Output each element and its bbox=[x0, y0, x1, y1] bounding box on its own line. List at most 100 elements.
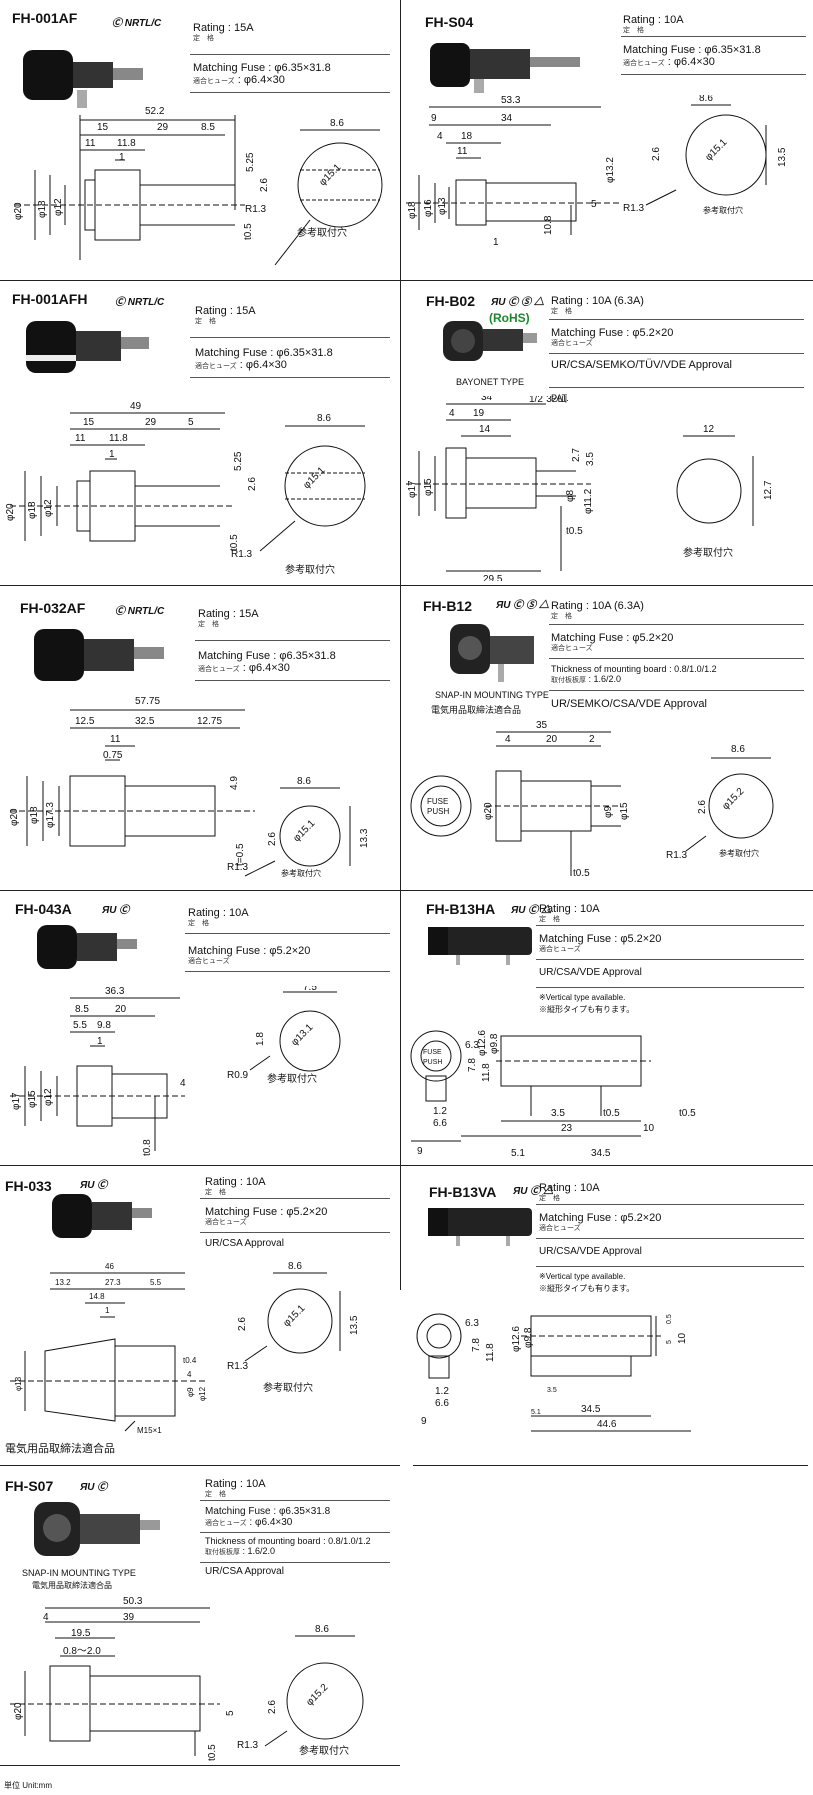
dim-label: 34.5 bbox=[591, 1148, 611, 1159]
spec-divider bbox=[549, 690, 804, 691]
dim-label: 11 bbox=[457, 146, 468, 157]
dim-label: φ8 bbox=[565, 490, 576, 502]
dim-label: 2 bbox=[589, 734, 595, 745]
dim-label: φ12.6 bbox=[511, 1326, 522, 1352]
dim-label: t0.8 bbox=[142, 1139, 153, 1156]
model-name: FH-B13VA bbox=[429, 1184, 497, 1200]
product-cell-fh032af: FH-032AF Ⓒ NRTL/C Rating : 15A 定 格 Match… bbox=[0, 586, 400, 890]
denki-label: 電気用品取締法適合品 bbox=[32, 1581, 112, 1590]
spec-divider bbox=[536, 1204, 804, 1205]
dim-label: φ15.2 bbox=[720, 786, 746, 812]
dim-label: 8.6 bbox=[731, 744, 745, 755]
dim-label: φ15.1 bbox=[301, 465, 327, 491]
product-cell-fh043a: FH-043A ЯU Ⓒ Rating : 10A 定 格 Matching F… bbox=[0, 891, 400, 1165]
rating-spec: Rating : 15A 定 格 bbox=[195, 305, 256, 325]
dim-label: 6.6 bbox=[433, 1118, 447, 1129]
dim-label: M15×1 bbox=[137, 1426, 162, 1435]
spec-divider bbox=[536, 1266, 804, 1267]
hole-note: 参考取付穴 bbox=[719, 848, 759, 858]
cert-badge: ЯU Ⓒ △ bbox=[511, 901, 551, 916]
spec-divider bbox=[549, 319, 804, 320]
dim-label: 8.6 bbox=[288, 1261, 302, 1272]
fuse-spec: Matching Fuse : φ5.2×20 適合ヒューズ bbox=[205, 1206, 328, 1226]
fuse-spec: Matching Fuse : φ5.2×20 適合ヒューズ bbox=[539, 1212, 662, 1232]
model-name: FH-B13HA bbox=[426, 901, 496, 917]
dim-label: 7.8 bbox=[467, 1058, 478, 1072]
csa-icon: Ⓒ bbox=[530, 1186, 541, 1197]
dim-label: 1 bbox=[97, 1036, 103, 1047]
dim-label: 5.1 bbox=[511, 1148, 525, 1159]
fuse-spec: Matching Fuse : φ5.2×20 適合ヒューズ bbox=[188, 945, 311, 965]
fuse-cap-text: FUSE bbox=[427, 797, 448, 806]
spec-divider bbox=[536, 1238, 804, 1239]
dim-label: 2.7 bbox=[571, 448, 582, 462]
product-photo bbox=[430, 43, 580, 93]
ur-icon: ЯU bbox=[80, 1180, 95, 1191]
dim-label: t0.4 bbox=[183, 1356, 197, 1365]
approval-text: UR/CSA Approval bbox=[205, 1238, 284, 1249]
dim-label: t0.5 bbox=[243, 223, 254, 240]
dim-label: 19.5 bbox=[71, 1628, 91, 1639]
denki-label: 電気用品取締法適合品 bbox=[431, 705, 522, 715]
dim-label: R0.9 bbox=[227, 1070, 249, 1081]
dim-label: φ9.8 bbox=[523, 1327, 534, 1348]
dim-label: t0.5 bbox=[229, 534, 240, 551]
approval-text: UR/CSA Approval bbox=[205, 1566, 284, 1577]
dim-label: 11.8 bbox=[109, 433, 128, 444]
dim-label: φ12 bbox=[53, 198, 64, 216]
dim-label: 0.8～2.0 bbox=[63, 1646, 101, 1657]
dim-label: 2.6 bbox=[247, 477, 258, 491]
vertical-note: ※Vertical type available. bbox=[539, 993, 626, 1002]
spec-divider bbox=[536, 959, 804, 960]
csa-icon: Ⓒ bbox=[115, 297, 125, 308]
dim-label: 12 bbox=[703, 424, 715, 435]
dim-label: 8.6 bbox=[297, 776, 311, 787]
rating-spec: Rating : 10A 定 格 bbox=[623, 14, 684, 34]
spec-divider bbox=[190, 54, 390, 55]
grid-h-3 bbox=[0, 890, 813, 891]
cert-badge: ЯU Ⓒ bbox=[80, 1478, 107, 1493]
dim-label: φ12 bbox=[198, 1386, 207, 1401]
dim-label: 2.6 bbox=[237, 1317, 248, 1331]
spec-divider bbox=[190, 337, 390, 338]
model-name: FH-B02 bbox=[426, 293, 476, 309]
dim-label: 4 bbox=[437, 131, 443, 142]
ur-icon: ЯU bbox=[496, 600, 511, 611]
dim-label: 53.3 bbox=[501, 95, 521, 106]
dim-label: 14 bbox=[479, 424, 491, 435]
dim-label: 7.5 bbox=[303, 986, 317, 993]
dim-label: 2.6 bbox=[651, 147, 662, 161]
csa-icon: Ⓒ bbox=[528, 905, 539, 916]
hole-note: 参考取付穴 bbox=[267, 1072, 317, 1085]
dim-label: φ18 bbox=[407, 201, 418, 219]
dimension-drawing: 52.2 15 29 8.5 11 11.8 1 5.25 φ20 φ18 φ1… bbox=[13, 106, 383, 266]
dim-label: φ16 bbox=[423, 199, 434, 217]
dim-label: t0.5 bbox=[573, 868, 590, 879]
dim-label: 5 bbox=[666, 1340, 673, 1344]
grid-h-7 bbox=[0, 1765, 400, 1766]
dim-label: φ15.1 bbox=[317, 162, 343, 188]
csa-icon: Ⓒ bbox=[119, 905, 130, 916]
vertical-note-jp: ※縦形タイプも有ります。 bbox=[539, 1005, 635, 1014]
dim-label: φ18 bbox=[27, 501, 38, 519]
dim-label: 10 bbox=[677, 1332, 688, 1344]
dim-label: 1/2˝32山 bbox=[529, 396, 567, 405]
unit-footer: 単位 Unit:mm bbox=[4, 1781, 52, 1790]
dim-label: φ9.8 bbox=[489, 1033, 500, 1054]
dim-label: R1.3 bbox=[231, 549, 253, 560]
semko-icon: Ⓢ bbox=[521, 297, 532, 308]
dim-label: φ12 bbox=[43, 1088, 54, 1106]
dim-label: 13.5 bbox=[777, 147, 788, 167]
dim-label: 5 bbox=[225, 1710, 236, 1716]
fuse-spec: Matching Fuse : φ5.2×20 適合ヒューズ bbox=[551, 327, 674, 347]
dim-label: 49 bbox=[130, 401, 142, 412]
rating-spec: Rating : 10A 定 格 bbox=[188, 907, 249, 927]
dim-label: 20 bbox=[115, 1004, 127, 1015]
dim-label: 9 bbox=[421, 1416, 427, 1427]
vertical-note: ※Vertical type available. bbox=[539, 1272, 626, 1281]
fuse-spec: Matching Fuse : φ6.35×31.8 適合ヒューズ : φ6.4… bbox=[205, 1506, 331, 1528]
dim-label: 14.8 bbox=[89, 1292, 105, 1301]
cert-badge: ЯU Ⓒ bbox=[80, 1176, 107, 1191]
dim-label: t0.5 bbox=[603, 1108, 620, 1119]
rating-spec: Rating : 10A 定 格 bbox=[205, 1478, 266, 1498]
